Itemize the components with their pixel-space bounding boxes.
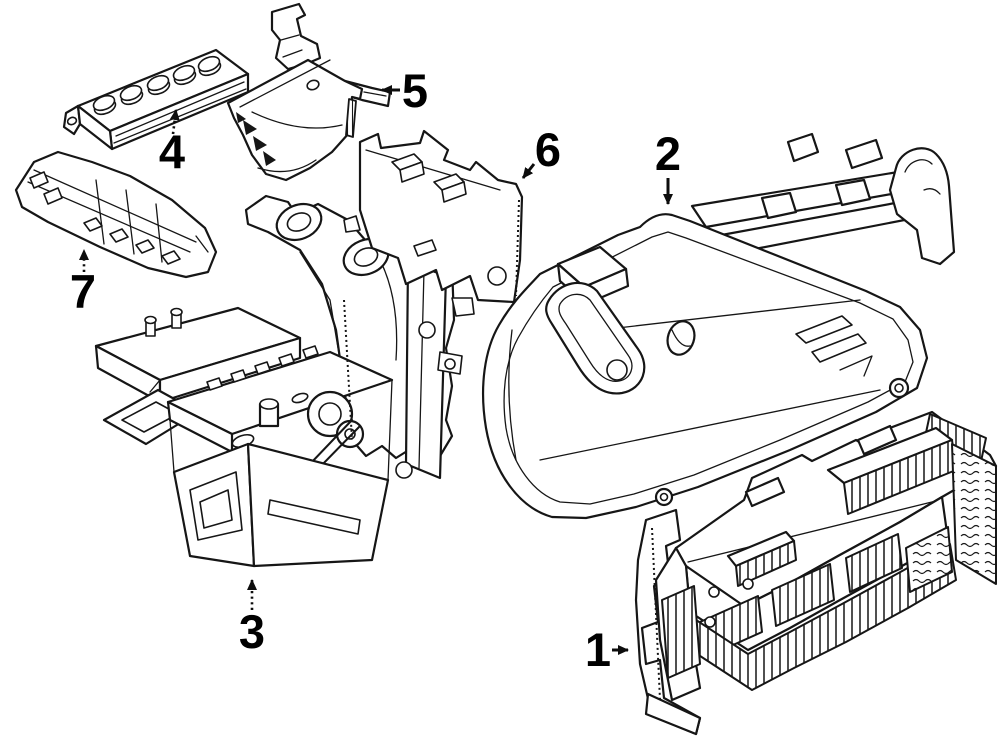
callout-6-label: 6 bbox=[535, 123, 561, 176]
part-2-housing bbox=[481, 132, 956, 520]
deck-clips bbox=[206, 345, 319, 391]
callout-1: 1 bbox=[585, 623, 629, 676]
cover-serration-teeth bbox=[236, 112, 276, 166]
callout-5: 5 bbox=[381, 64, 428, 117]
part-5-cover bbox=[226, 2, 392, 182]
callout-2-label: 2 bbox=[655, 127, 681, 180]
part-4-terminal-strip bbox=[62, 48, 250, 151]
module-slots bbox=[83, 217, 181, 265]
callout-1-label: 1 bbox=[585, 623, 611, 676]
callout-7: 7 bbox=[70, 249, 96, 318]
part-6-bracket bbox=[343, 129, 524, 317]
part-3-carrier-assembly bbox=[94, 194, 463, 568]
callout-3: 3 bbox=[239, 579, 265, 658]
callout-3-label: 3 bbox=[239, 605, 265, 658]
callout-5-label: 5 bbox=[402, 64, 428, 117]
callout-4: 4 bbox=[159, 109, 185, 178]
callout-7-label: 7 bbox=[70, 265, 96, 318]
callout-4-label: 4 bbox=[159, 125, 185, 178]
callout-2: 2 bbox=[655, 127, 681, 205]
part-7-relay-module bbox=[14, 150, 218, 279]
part-1-fuse-box bbox=[634, 410, 998, 736]
strip-contact-bumps bbox=[92, 55, 222, 116]
callout-6: 6 bbox=[521, 123, 561, 179]
